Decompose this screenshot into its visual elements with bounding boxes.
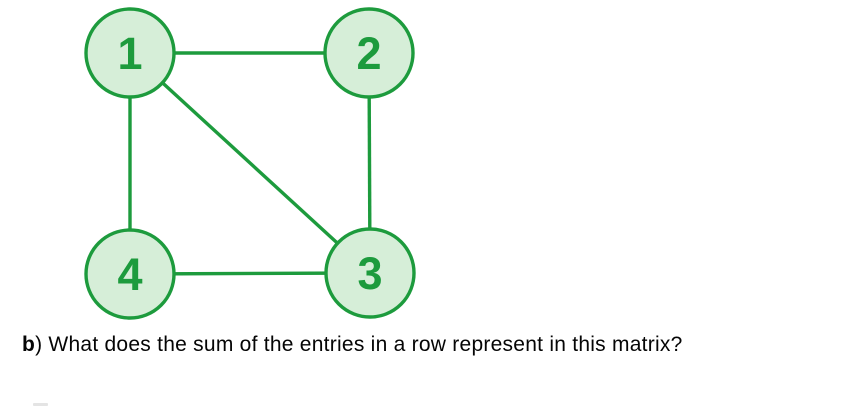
node-2-circle [323,7,415,99]
node-1-label: 1 [117,28,142,79]
node-4-label: 4 [117,249,142,300]
question-body: ) What does the sum of the entries in a … [35,333,683,356]
question-part-label: b [22,333,36,356]
node-1-circle [84,7,176,99]
node-3-circle [324,227,416,319]
question-text: b) What does the sum of the entries in a… [22,333,683,357]
graph-diagram: 1 2 3 4 [84,7,416,320]
edge-1-3 [128,51,372,275]
node-4-circle [84,228,176,320]
node-3-label: 3 [357,248,382,299]
cropped-text-artifact [33,403,48,406]
node-2-label: 2 [356,28,381,79]
